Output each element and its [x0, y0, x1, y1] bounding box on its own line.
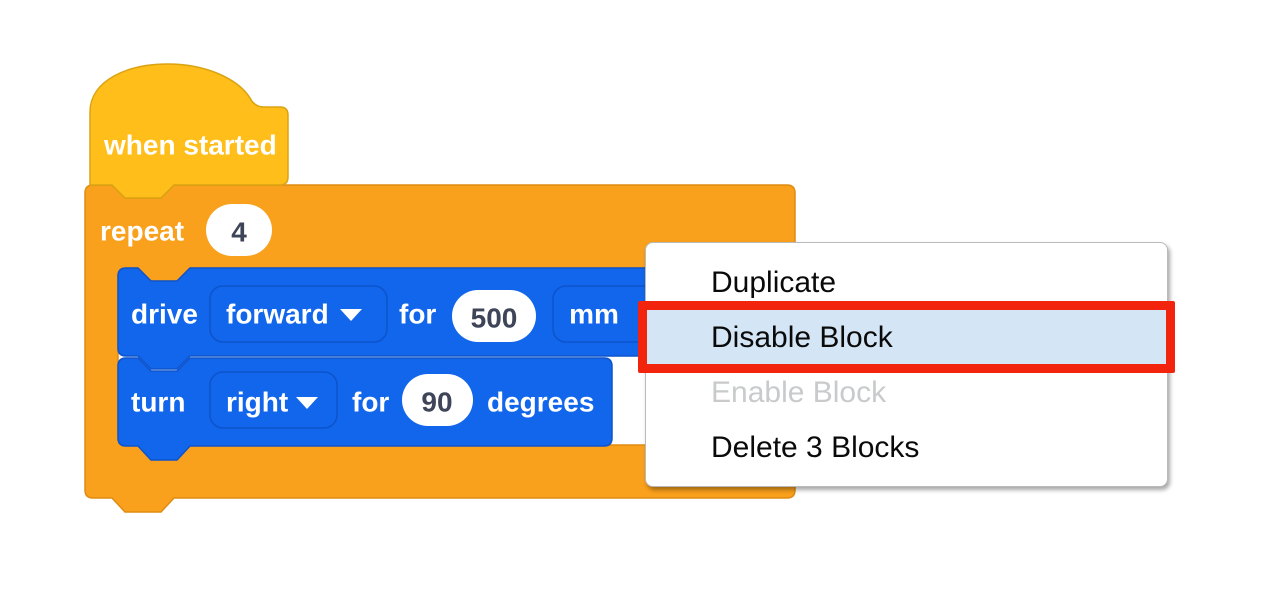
- when-started-block[interactable]: [89, 63, 289, 199]
- repeat-count-value: 4: [231, 217, 247, 248]
- drive-label: drive: [131, 299, 198, 330]
- drive-for-label: for: [399, 299, 436, 330]
- when-started-label: when started: [103, 130, 277, 161]
- chevron-down-icon: [340, 309, 362, 321]
- turn-direction-dropdown[interactable]: [209, 371, 338, 429]
- context-menu: Duplicate Disable Block Enable Block Del…: [645, 242, 1168, 487]
- turn-direction-value: right: [226, 387, 288, 418]
- drive-distance-value: 500: [471, 303, 518, 334]
- chevron-down-icon: [296, 397, 318, 409]
- drive-distance-input[interactable]: [452, 290, 536, 342]
- drive-unit-value: mm: [569, 299, 619, 330]
- turn-angle-input[interactable]: [402, 374, 473, 426]
- menu-item-duplicate[interactable]: Duplicate: [711, 266, 837, 299]
- turn-angle-value: 90: [421, 387, 452, 418]
- drive-direction-value: forward: [226, 299, 329, 330]
- menu-item-delete-blocks[interactable]: Delete 3 Blocks: [711, 431, 920, 464]
- turn-degrees-label: degrees: [487, 387, 594, 418]
- menu-item-enable-block: Enable Block: [711, 376, 887, 409]
- turn-for-label: for: [352, 387, 389, 418]
- repeat-label: repeat: [100, 216, 184, 247]
- repeat-count-input[interactable]: [206, 204, 272, 256]
- turn-label: turn: [131, 387, 185, 418]
- menu-item-disable-block[interactable]: Disable Block: [646, 310, 1167, 365]
- drive-direction-dropdown[interactable]: [209, 285, 388, 343]
